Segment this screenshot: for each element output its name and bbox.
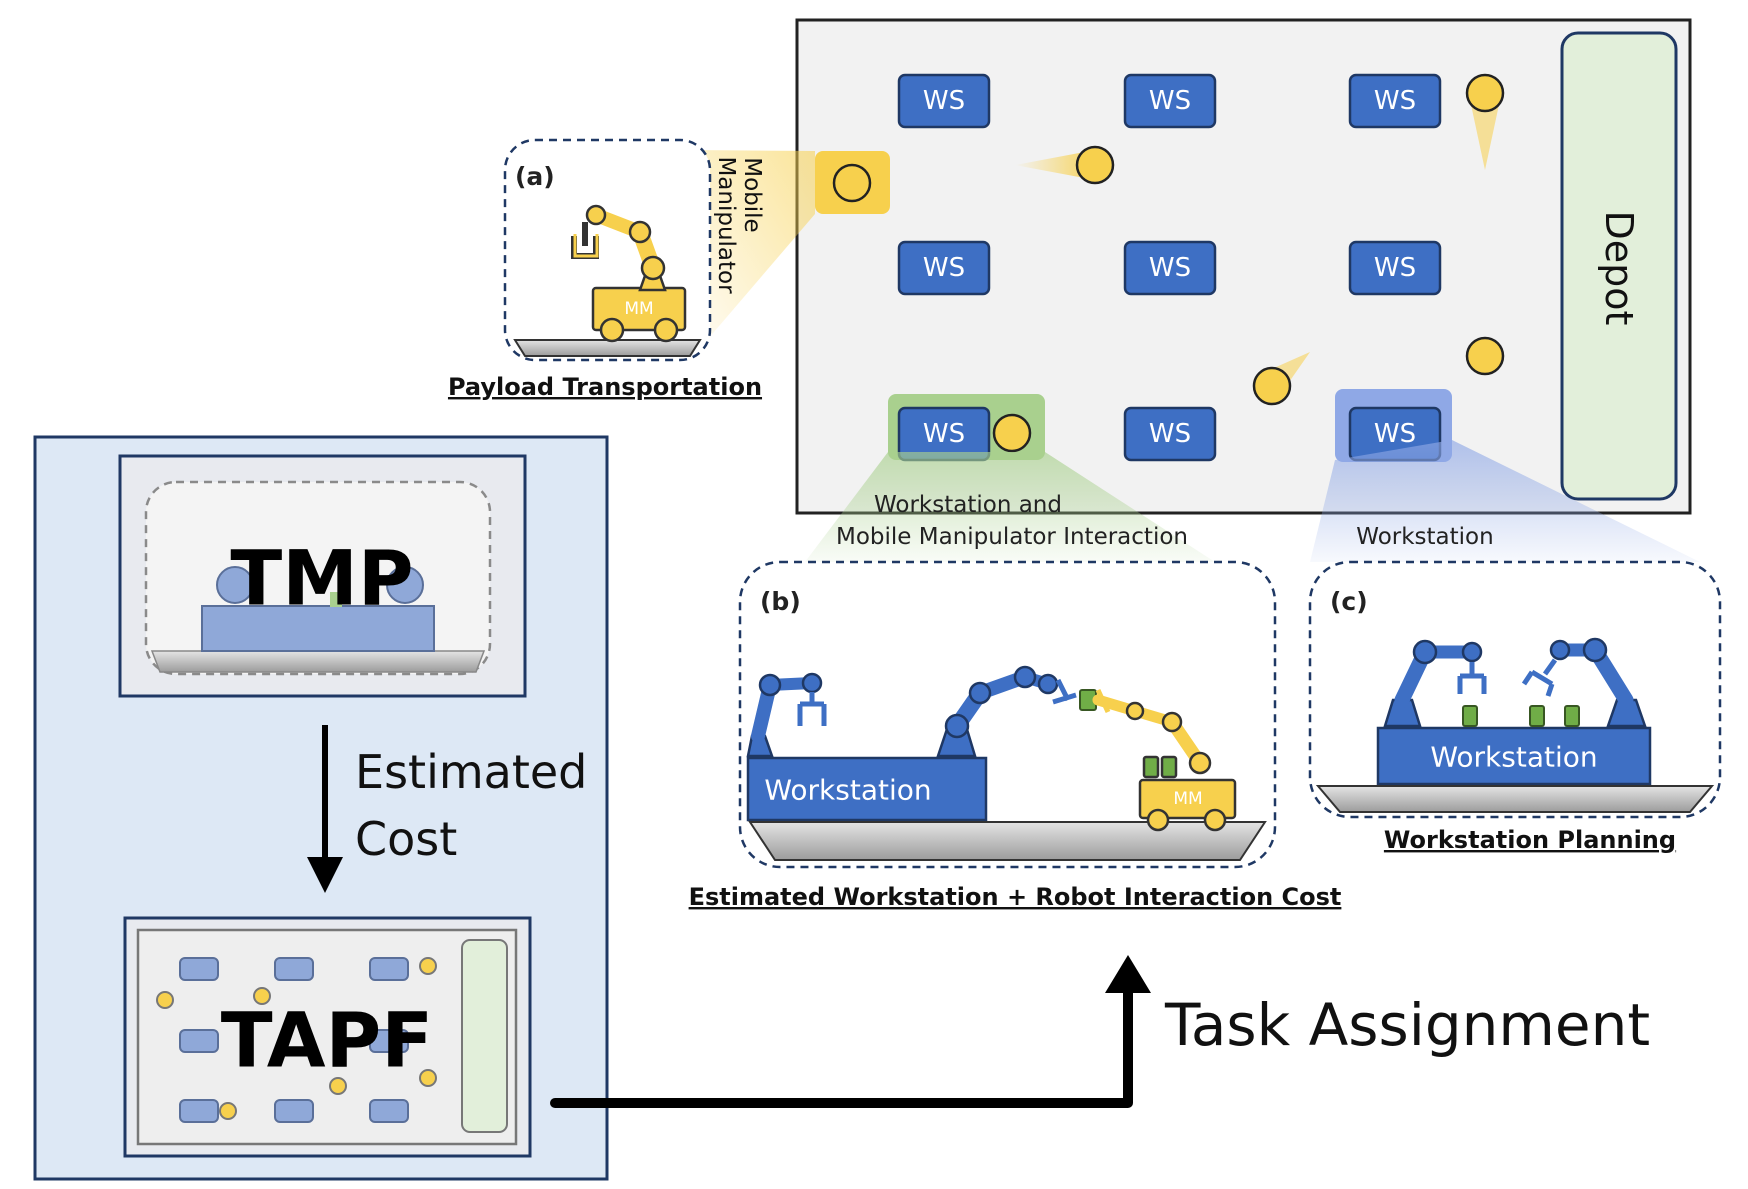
caption-c: Workstation Planning: [1384, 826, 1676, 854]
caption-a: Payload Transportation: [448, 373, 762, 401]
panel-b-header-line2: Mobile Manipulator Interaction: [836, 524, 1188, 550]
robot-icon: [1075, 145, 1115, 185]
panel-b-header-line1: Workstation and: [874, 492, 1062, 518]
panel-b-interaction-cost: Workstation and Mobile Manipulator Inter…: [689, 492, 1342, 911]
payload-item: [1529, 705, 1545, 727]
robot-icon: [1465, 336, 1505, 376]
panel-tag-a: (a): [515, 162, 555, 191]
workstation-tile: WS: [897, 240, 991, 296]
tapf-box: TAPF: [123, 916, 532, 1158]
workstation-label: WS: [923, 86, 965, 116]
tapf-label: TAPF: [221, 996, 433, 1085]
workstation-tile: WS: [1123, 73, 1217, 129]
robot-icon: [992, 413, 1032, 453]
manipulator-label: Manipulator: [713, 156, 739, 294]
workstation-label: WS: [923, 253, 965, 283]
workstation-label: WS: [1149, 86, 1191, 116]
robot-arm-icon: [1521, 637, 1647, 728]
workstation-grid: WS WS WS WS WS WS WS WS WS: [897, 73, 1442, 462]
mobile-robots: [832, 73, 1505, 453]
workstation-tile: WS: [897, 73, 991, 129]
depot-label: Depot: [1597, 211, 1641, 326]
payload-item: [1564, 705, 1580, 727]
workstation-label: WS: [1149, 419, 1191, 449]
mobile-label: Mobile: [739, 157, 765, 232]
tmp-box: TMP: [118, 454, 527, 698]
workstation-tile: WS: [897, 406, 991, 462]
robot-arm-icon: [746, 672, 827, 758]
ground-surface: [1315, 785, 1715, 813]
robot-heading-beam: [1470, 100, 1500, 170]
cart-label-b: MM: [1173, 789, 1202, 809]
task-assignment-label: Task Assignment: [1164, 991, 1650, 1059]
panel-tag-c: (c): [1330, 587, 1368, 616]
workstation-label-b: Workstation: [764, 774, 931, 807]
tmp-label: TMP: [230, 534, 413, 623]
workstation-label: WS: [1149, 253, 1191, 283]
caption-b: Estimated Workstation + Robot Interactio…: [689, 883, 1342, 911]
workstation-tile: WS: [1348, 240, 1442, 296]
ground-surface: [748, 821, 1267, 861]
workstation-slab: [1376, 726, 1652, 786]
robot-icon: [832, 163, 872, 203]
workstation-label: WS: [923, 419, 965, 449]
robot-arm-icon: [1383, 639, 1487, 728]
callout-wedge-c: [1310, 440, 1700, 562]
ground-surface: [513, 339, 702, 357]
workstation-slab: [746, 756, 988, 822]
panel-c-workstation-planning: Workstation (c) Workstation Workstation: [1308, 524, 1722, 854]
callout-wedge-b: [805, 452, 1215, 562]
workstation-label: WS: [1374, 86, 1416, 116]
cost-label: Cost: [355, 812, 457, 866]
workstation-label: WS: [1374, 253, 1416, 283]
workstation-tile: WS: [1123, 240, 1217, 296]
cart-label: MM: [624, 299, 653, 319]
estimated-label: Estimated: [355, 745, 587, 799]
depot: Depot: [1560, 31, 1678, 501]
robot-icon: [1465, 73, 1505, 113]
mobile-manipulator-icon: MM: [1092, 688, 1237, 832]
panel-c-header: Workstation: [1356, 524, 1493, 550]
task-assignment-arrow: [550, 955, 1151, 1108]
workstation-tile: WS: [1123, 406, 1217, 462]
mobile-manipulator-icon: MM: [571, 204, 687, 343]
robot-arm-icon: [936, 665, 1077, 758]
robot-heading-beam: [1015, 150, 1095, 180]
robot-icon: [1252, 366, 1292, 406]
workstation-label: WS: [1374, 419, 1416, 449]
panel-tag-b: (b): [760, 587, 801, 616]
warehouse-map: Depot WS WS WS WS WS WS WS WS WS: [795, 18, 1692, 515]
framework-panel: TMP Estimated Cost: [33, 435, 609, 1181]
workstation-tile: WS: [1348, 73, 1442, 129]
payload-item: [1462, 705, 1478, 727]
callout-wedge-a: [690, 150, 815, 360]
panel-a-payload-transportation: (a) Mobile Manipulator MM Payload Transp…: [448, 138, 765, 401]
workstation-label-c: Workstation: [1430, 741, 1597, 774]
